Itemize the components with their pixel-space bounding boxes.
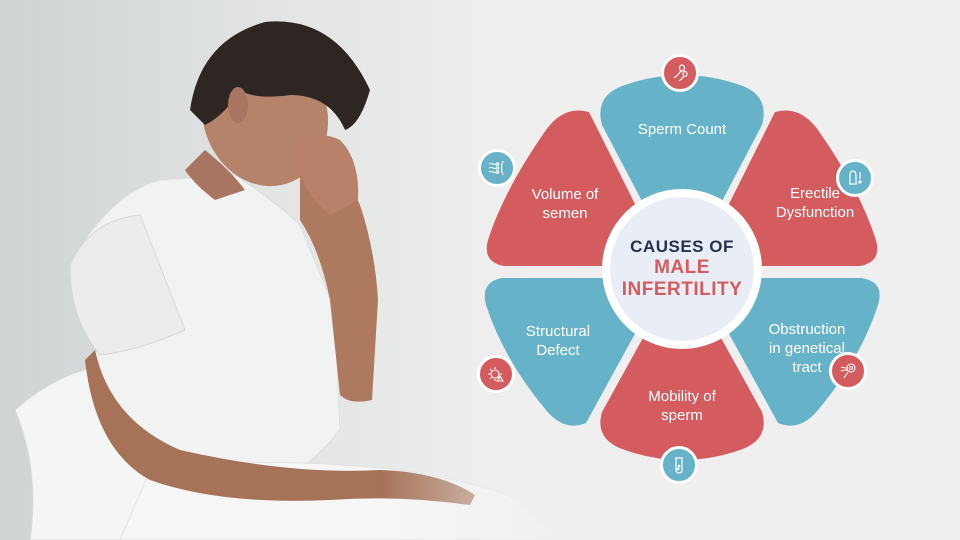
- petal-sperm-count: [600, 75, 764, 205]
- condom-warning-icon: [836, 159, 874, 197]
- test-tube-icon: [660, 446, 698, 484]
- petal-mobility: [600, 336, 764, 460]
- title-line-1: CAUSES OF: [630, 236, 734, 256]
- sperm-icon: [661, 54, 699, 92]
- label-structural-defect: Structural Defect: [525, 323, 591, 359]
- diagram-title: CAUSES OF MALE INFERTILITY: [607, 193, 757, 343]
- petal-obstruction: [728, 278, 880, 426]
- label-sperm-count: Sperm Count: [637, 121, 727, 138]
- label-obstruction: Obstruction in genetical tract: [768, 321, 846, 376]
- label-mobility: Mobility of sperm: [648, 388, 716, 424]
- photo-fade: [380, 0, 580, 540]
- petal-structural-defect: [484, 278, 636, 426]
- petal-erectile-dysfunction: [728, 110, 878, 266]
- label-volume-semen: Volume of semen: [531, 186, 599, 222]
- title-line-2: MALE: [654, 256, 710, 278]
- gear-warning-icon: [477, 355, 515, 393]
- sperm-flow-icon: [478, 149, 516, 187]
- petal-volume-semen: [486, 110, 636, 266]
- egg-sperm-icon: [829, 352, 867, 390]
- label-erectile-dysfunction: Erectile Dysfunction: [775, 185, 855, 221]
- title-line-3: INFERTILITY: [621, 278, 743, 300]
